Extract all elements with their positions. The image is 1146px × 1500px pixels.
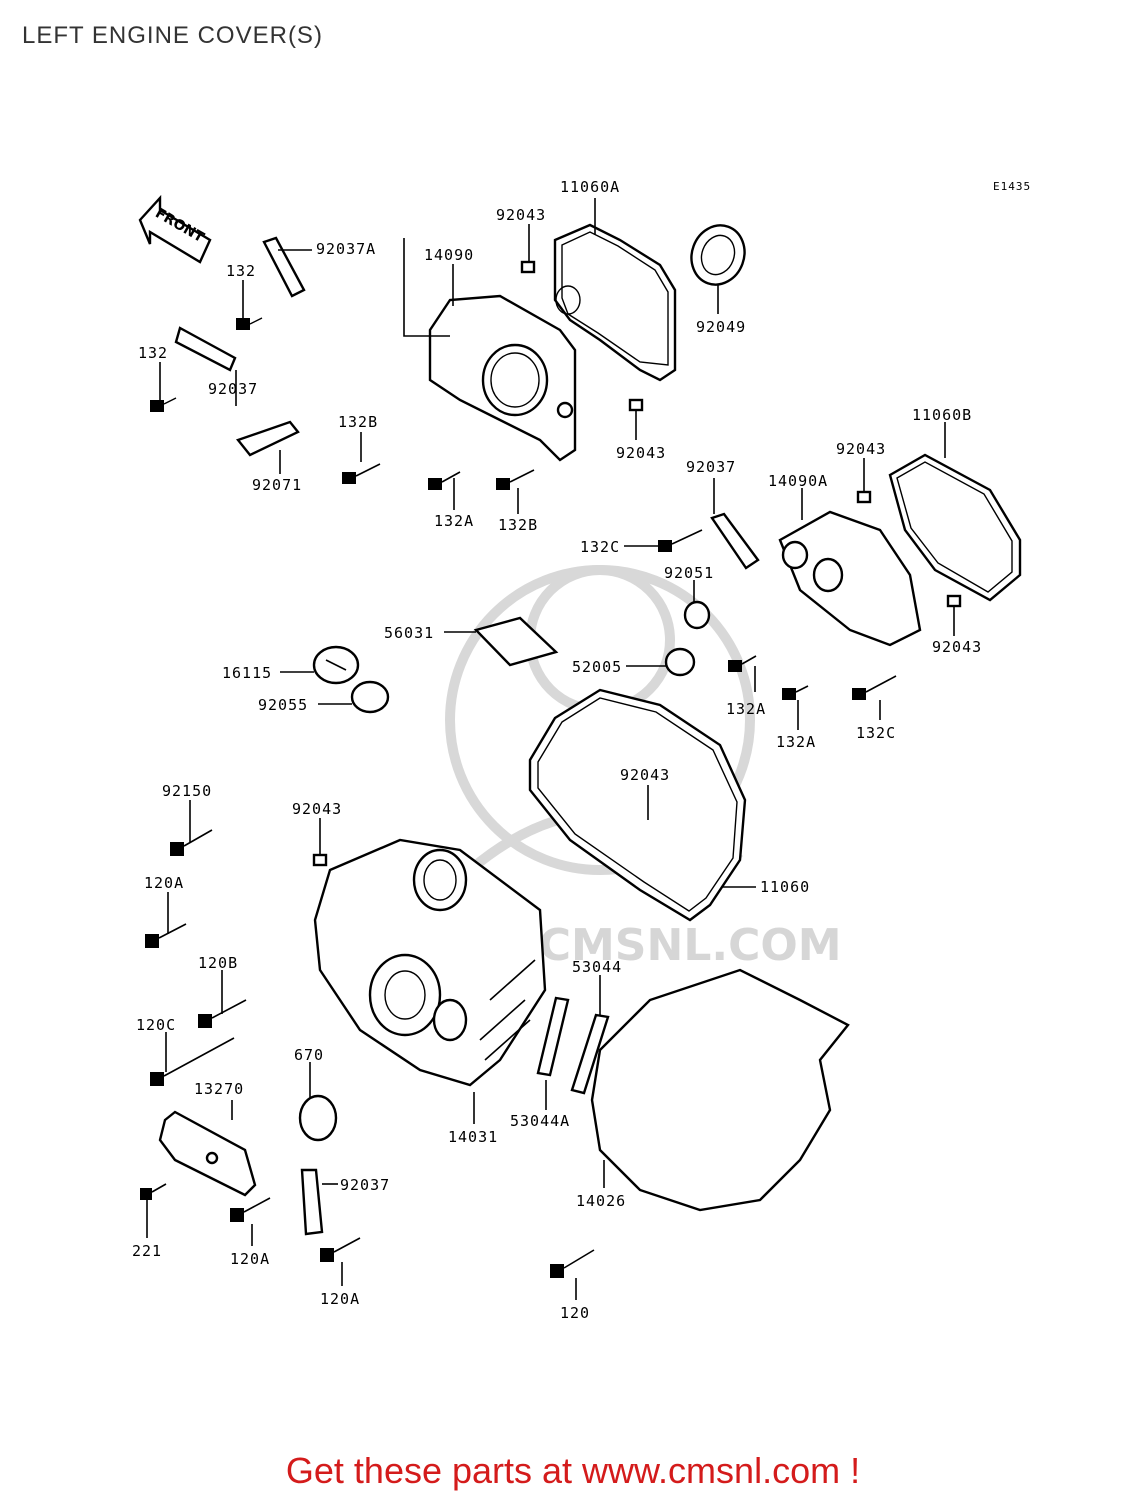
- label-92043-d[interactable]: 92043: [932, 638, 982, 656]
- cover-14090A-part: [778, 510, 922, 647]
- label-92043-c[interactable]: 92043: [836, 440, 886, 458]
- clamp-92037-bottom-part: [300, 1168, 324, 1236]
- bolt-132-b: [150, 397, 177, 412]
- dowel-92043-c: [856, 490, 872, 504]
- pin-53044-part: [570, 1013, 610, 1095]
- clamp-92037-left-part: [174, 326, 237, 372]
- bolt-92150: [170, 829, 213, 856]
- label-92043-b[interactable]: 92043: [616, 444, 666, 462]
- label-92037-b[interactable]: 92037: [686, 458, 736, 476]
- bolt-120A-b: [230, 1197, 271, 1222]
- label-11060[interactable]: 11060: [760, 878, 810, 896]
- bolt-132A-a: [428, 471, 461, 490]
- label-120C[interactable]: 120C: [136, 1016, 176, 1034]
- bolt-132A-c: [782, 685, 809, 700]
- label-120A-c[interactable]: 120A: [320, 1290, 360, 1308]
- leader-lines: [146, 198, 955, 1300]
- label-16115[interactable]: 16115: [222, 664, 272, 682]
- label-92043-f[interactable]: 92043: [292, 800, 342, 818]
- seal-92051-part: [683, 600, 711, 630]
- plate-56031-part: [473, 616, 559, 667]
- clamp-92037-mid-part: [710, 512, 760, 570]
- label-132-b[interactable]: 132: [138, 344, 168, 362]
- gasket-11060A-part: [553, 223, 677, 382]
- bolt-132A-b: [728, 655, 757, 672]
- label-92037-c[interactable]: 92037: [340, 1176, 390, 1194]
- label-92043-a[interactable]: 92043: [496, 206, 546, 224]
- page-title: LEFT ENGINE COVER(S): [22, 22, 323, 49]
- label-52005[interactable]: 52005: [572, 658, 622, 676]
- bolt-221: [140, 1183, 167, 1200]
- label-56031[interactable]: 56031: [384, 624, 434, 642]
- bolt-120A-c: [320, 1237, 361, 1262]
- label-132A-b[interactable]: 132A: [726, 700, 766, 718]
- label-92043-e[interactable]: 92043: [620, 766, 670, 784]
- label-53044A[interactable]: 53044A: [510, 1112, 570, 1130]
- label-92037-a[interactable]: 92037: [208, 380, 258, 398]
- clamp-92071-part: [236, 420, 300, 457]
- bolt-120: [550, 1249, 595, 1278]
- diagram-code: E1435: [993, 180, 1031, 193]
- label-14026[interactable]: 14026: [576, 1192, 626, 1210]
- bolt-120C: [150, 1037, 235, 1086]
- bolt-120A-a: [145, 923, 187, 948]
- label-132C-b[interactable]: 132C: [856, 724, 896, 742]
- dowel-92043-b: [628, 398, 644, 412]
- label-221[interactable]: 221: [132, 1242, 162, 1260]
- bolt-132C-b: [852, 675, 897, 700]
- bolt-132B-a: [342, 463, 381, 484]
- label-92051[interactable]: 92051: [664, 564, 714, 582]
- label-92071[interactable]: 92071: [252, 476, 302, 494]
- label-14090A[interactable]: 14090A: [768, 472, 828, 490]
- label-120A-b[interactable]: 120A: [230, 1250, 270, 1268]
- label-132-a[interactable]: 132: [226, 262, 256, 280]
- label-132B-a[interactable]: 132B: [338, 413, 378, 431]
- oring-92055-part: [350, 680, 390, 714]
- label-14090[interactable]: 14090: [424, 246, 474, 264]
- pin-53044A-part: [536, 996, 570, 1077]
- label-120B[interactable]: 120B: [198, 954, 238, 972]
- bolt-120B: [198, 999, 247, 1028]
- label-132C-a[interactable]: 132C: [580, 538, 620, 556]
- cover-14026-part: [590, 968, 850, 1212]
- dowel-92043-f: [312, 853, 328, 867]
- dowel-92043-a: [520, 260, 536, 274]
- label-11060A[interactable]: 11060A: [560, 178, 620, 196]
- front-arrow-icon: FRONT: [138, 194, 212, 264]
- gasket-11060B-part: [888, 453, 1022, 602]
- clamp-92037A-part: [262, 236, 306, 298]
- label-53044[interactable]: 53044: [572, 958, 622, 976]
- label-13270[interactable]: 13270: [194, 1080, 244, 1098]
- part-labels: 11060A 92043 92037A 14090 132 132 92049 …: [132, 178, 982, 1322]
- label-14031[interactable]: 14031: [448, 1128, 498, 1146]
- label-120[interactable]: 120: [560, 1304, 590, 1322]
- bolt-132C-a: [658, 529, 703, 552]
- cover-13270-part: [158, 1110, 257, 1197]
- label-132A-c[interactable]: 132A: [776, 733, 816, 751]
- label-132A-a[interactable]: 132A: [434, 512, 474, 530]
- label-92037A[interactable]: 92037A: [316, 240, 376, 258]
- oring-670-part: [298, 1094, 338, 1142]
- bolt-132B-b: [496, 469, 535, 490]
- label-92150[interactable]: 92150: [162, 782, 212, 800]
- label-92049[interactable]: 92049: [696, 318, 746, 336]
- cap-16115-part: [312, 645, 360, 685]
- cover-14031-part: [313, 838, 547, 1087]
- dowel-92043-d: [946, 594, 962, 608]
- footer-promo-link[interactable]: Get these parts at www.cmsnl.com !: [285, 1450, 861, 1491]
- seal-92049-part: [690, 224, 746, 286]
- label-92055[interactable]: 92055: [258, 696, 308, 714]
- bolt-132-a: [236, 317, 263, 330]
- label-120A-a[interactable]: 120A: [144, 874, 184, 892]
- label-11060B[interactable]: 11060B: [912, 406, 972, 424]
- seal-52005-part: [664, 647, 696, 677]
- label-132B-b[interactable]: 132B: [498, 516, 538, 534]
- gasket-11060-part: [528, 688, 747, 922]
- cover-14090-part: [428, 294, 577, 462]
- label-670[interactable]: 670: [294, 1046, 324, 1064]
